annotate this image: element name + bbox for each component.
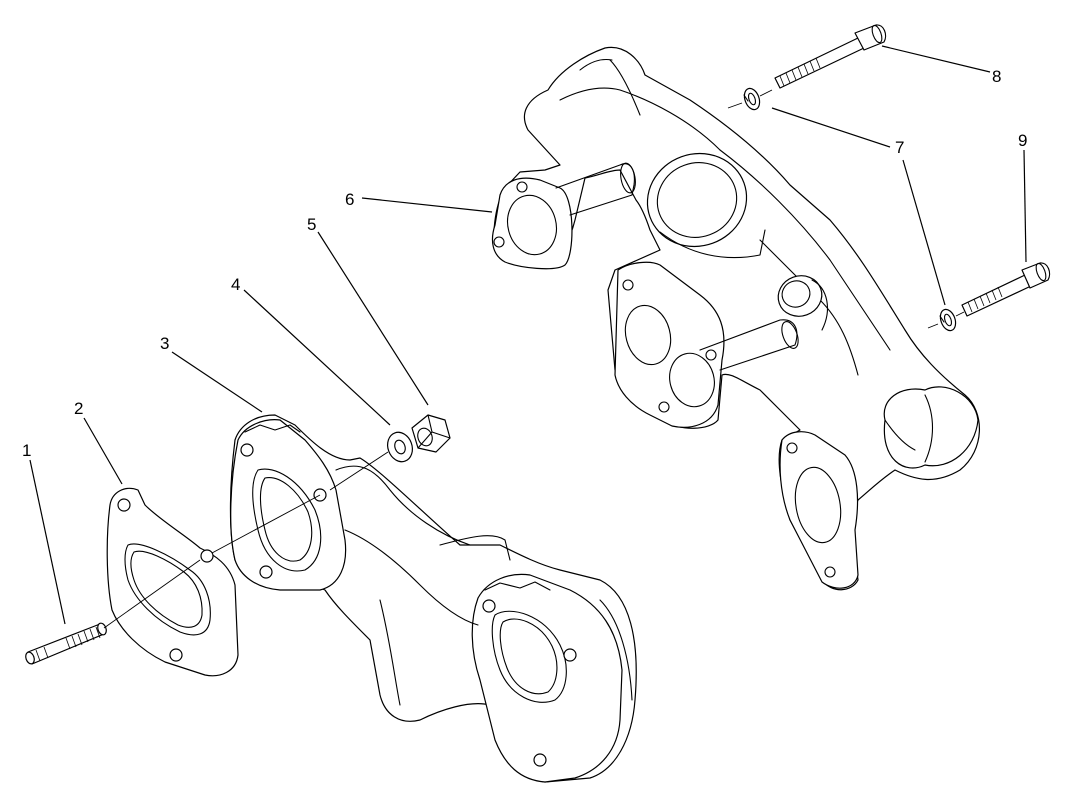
leader-1 — [29, 459, 66, 625]
leader-4 — [243, 289, 391, 426]
stud-threads — [35, 626, 101, 662]
manifold-part-6 — [491, 46, 980, 591]
leader-6 — [361, 197, 493, 213]
nut-part-5 — [411, 414, 451, 453]
callout-8: 8 — [992, 67, 1001, 86]
callout-labels: 1 2 3 4 5 6 7 8 9 — [22, 67, 1027, 460]
assembly-axis-lower — [103, 451, 389, 629]
assembly-axis-upper — [727, 89, 773, 109]
callout-4: 4 — [231, 275, 240, 294]
leader-3 — [171, 351, 263, 413]
callout-7-upper: 7 — [895, 138, 904, 157]
bolt-8-threads — [779, 57, 821, 87]
assembly-axis-right — [927, 311, 965, 329]
leader-lines — [29, 45, 1027, 625]
leader-7-lower — [902, 159, 946, 306]
lock-washer-part-7-upper — [743, 87, 761, 111]
callout-3: 3 — [160, 334, 169, 353]
callout-1: 1 — [22, 441, 31, 460]
callout-5: 5 — [307, 215, 316, 234]
bolt-9-threads — [967, 286, 1003, 313]
leader-5 — [317, 231, 429, 406]
leader-2 — [83, 417, 123, 485]
washer-part-4 — [387, 431, 413, 463]
callout-2: 2 — [74, 399, 83, 418]
callout-9: 9 — [1018, 131, 1027, 150]
bolt-part-8 — [774, 24, 887, 89]
stud-part-1 — [25, 622, 107, 665]
leader-9 — [1023, 149, 1027, 263]
exhaust-manifold-part-3 — [229, 414, 637, 783]
lock-washer-part-7-lower — [939, 308, 957, 332]
leader-7-upper — [771, 107, 891, 148]
bolt-part-9 — [961, 262, 1051, 317]
callout-6: 6 — [345, 190, 354, 209]
gasket-part-2 — [106, 487, 239, 677]
leader-8 — [881, 45, 991, 73]
